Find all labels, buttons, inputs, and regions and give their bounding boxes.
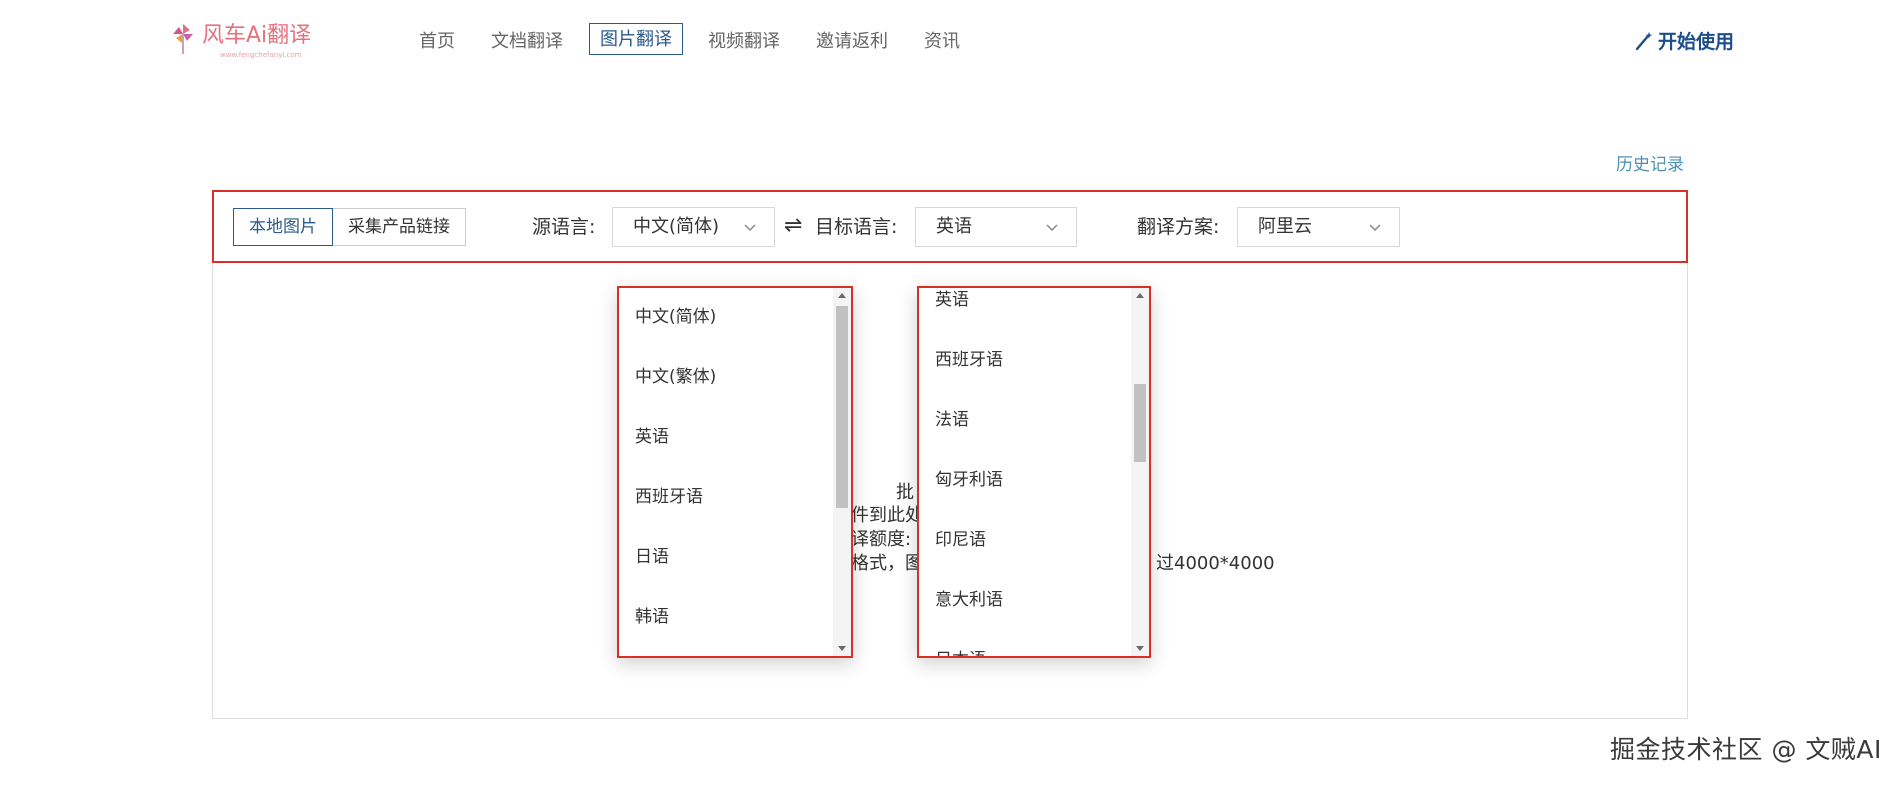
source-dropdown-scrollbar[interactable] [833, 288, 851, 656]
source-option[interactable]: 英语 [635, 427, 669, 447]
translation-plan-value: 阿里云 [1258, 216, 1312, 237]
translation-toolbar [212, 190, 1688, 263]
magic-wand-icon [1635, 32, 1653, 51]
upload-hint-title: 批 [896, 482, 914, 503]
scroll-up-icon[interactable] [838, 293, 846, 298]
target-option[interactable]: 意大利语 [935, 590, 1003, 610]
scroll-down-icon[interactable] [1136, 646, 1144, 651]
watermark: 掘金技术社区 @ 文贼AI [1610, 735, 1882, 764]
nav-video-translation[interactable]: 视频翻译 [708, 31, 780, 52]
nav-image-translation[interactable]: 图片翻译 [589, 23, 683, 55]
brand-name: 风车Ai翻译 [202, 23, 312, 48]
tab-local-image[interactable]: 本地图片 [233, 208, 333, 246]
brand-url: www.fengchefanyi.com [220, 51, 302, 59]
source-option[interactable]: 西班牙语 [635, 487, 703, 507]
nav-document-translation[interactable]: 文档翻译 [491, 31, 563, 52]
chevron-down-icon [1369, 224, 1381, 232]
upload-hint-drop: 件到此处 [851, 505, 923, 526]
source-language-dropdown: 中文(简体) 中文(繁体) 英语 西班牙语 日语 韩语 [617, 286, 853, 658]
source-language-value: 中文(简体) [633, 216, 720, 237]
scroll-down-icon[interactable] [838, 646, 846, 651]
target-option[interactable]: 英语 [935, 290, 969, 310]
target-language-select[interactable]: 英语 [915, 207, 1077, 247]
source-option[interactable]: 中文(简体) [635, 307, 717, 327]
swap-languages-icon[interactable]: ⇌ [784, 213, 803, 238]
start-button[interactable]: 开始使用 [1634, 26, 1734, 58]
chevron-down-icon [1046, 224, 1058, 232]
source-option[interactable]: 日语 [635, 547, 669, 567]
target-language-label: 目标语言: [815, 216, 898, 238]
tab-collect-product-link[interactable]: 采集产品链接 [333, 208, 466, 246]
scroll-thumb[interactable] [1134, 384, 1146, 462]
target-option[interactable]: 日本语 [935, 646, 986, 656]
upload-hint-format: 格式，图 [851, 553, 923, 574]
translation-plan-label: 翻译方案: [1137, 216, 1220, 238]
target-option[interactable]: 西班牙语 [935, 350, 1003, 370]
scroll-up-icon[interactable] [1136, 293, 1144, 298]
nav-news[interactable]: 资讯 [924, 31, 960, 52]
image-source-tabs: 本地图片 采集产品链接 [233, 208, 466, 246]
history-link[interactable]: 历史记录 [1616, 155, 1684, 175]
pinwheel-icon [173, 24, 193, 54]
target-option[interactable]: 印尼语 [935, 530, 986, 550]
target-option[interactable]: 匈牙利语 [935, 470, 1003, 490]
chevron-down-icon [744, 224, 756, 232]
target-dropdown-scrollbar[interactable] [1131, 288, 1149, 656]
source-option[interactable]: 中文(繁体) [635, 367, 717, 387]
upload-hint-quota: 译额度: [851, 529, 912, 550]
upload-dropzone[interactable] [212, 263, 1688, 719]
target-language-dropdown: 英语 西班牙语 法语 匈牙利语 印尼语 意大利语 日本语 [917, 286, 1151, 658]
nav-home[interactable]: 首页 [419, 31, 455, 52]
translation-plan-select[interactable]: 阿里云 [1237, 207, 1400, 247]
target-option[interactable]: 法语 [935, 410, 969, 430]
scroll-thumb[interactable] [836, 306, 848, 508]
target-language-value: 英语 [936, 216, 972, 237]
source-language-select[interactable]: 中文(简体) [612, 207, 775, 247]
nav-invite-rebate[interactable]: 邀请返利 [816, 31, 888, 52]
upload-hint-size-limit: 过4000*4000 [1156, 553, 1275, 574]
source-language-label: 源语言: [532, 216, 596, 238]
start-button-label: 开始使用 [1658, 31, 1735, 53]
brand-logo[interactable]: 风车Ai翻译 www.fengchefanyi.com [170, 20, 320, 62]
source-option[interactable]: 韩语 [635, 607, 669, 627]
